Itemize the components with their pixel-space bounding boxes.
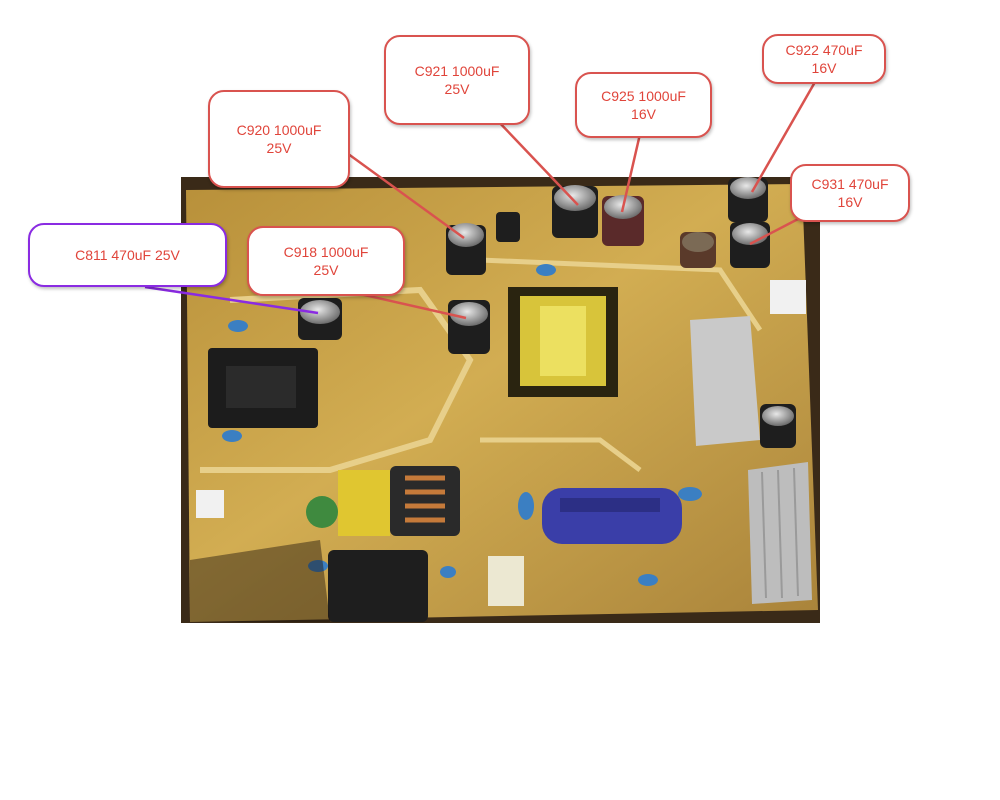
connector	[770, 280, 806, 314]
capacitor-c931	[730, 222, 770, 268]
callout-c922-line1: C922 470uF	[785, 42, 863, 58]
callout-c931: C931 470uF 16V	[790, 164, 910, 222]
capacitor	[680, 232, 716, 268]
heatsink-top	[690, 316, 760, 446]
capacitor-c918	[448, 300, 490, 354]
capacitor-c920	[446, 223, 486, 275]
callout-c920-line1: C920 1000uF	[236, 122, 322, 138]
callout-c925-line1: C925 1000uF	[601, 88, 686, 104]
callout-c920: C920 1000uF 25V	[208, 90, 350, 188]
callout-c918: C918 1000uF 25V	[247, 226, 405, 296]
capacitor	[760, 404, 796, 448]
callout-c811: C811 470uF 25V	[28, 223, 227, 287]
callout-c931-line1: C931 470uF	[811, 176, 889, 192]
shadow	[190, 540, 330, 622]
callout-c921-line1: C921 1000uF	[414, 63, 500, 79]
pcb-trace	[480, 437, 642, 472]
capacitor-c811	[298, 298, 342, 340]
x-capacitor	[338, 470, 390, 536]
callout-c922-line2: 16V	[811, 60, 837, 76]
varistor	[306, 496, 338, 528]
callout-c925: C925 1000uF 16V	[575, 72, 712, 138]
bulk-capacitor	[542, 488, 682, 544]
callout-c918-line2: 25V	[313, 262, 339, 278]
callout-c918-line1: C918 1000uF	[283, 244, 369, 260]
ac-inlet	[328, 550, 428, 622]
ceramic-capacitors	[222, 264, 702, 586]
callout-c931-line2: 16V	[837, 194, 863, 210]
callout-c811-line1: C811 470uF 25V	[75, 247, 180, 263]
callout-c921: C921 1000uF 25V	[384, 35, 530, 125]
pcb-trace	[479, 257, 763, 332]
callout-c921-line2: 25V	[444, 81, 470, 97]
capacitor	[496, 212, 520, 242]
connector	[196, 490, 224, 518]
capacitor-c922	[728, 177, 768, 222]
callout-c920-line2: 25V	[266, 140, 292, 156]
capacitor-c921	[552, 185, 598, 238]
callout-c922: C922 470uF 16V	[762, 34, 886, 84]
capacitor-c925	[602, 195, 644, 246]
callout-c925-line2: 16V	[631, 106, 656, 122]
